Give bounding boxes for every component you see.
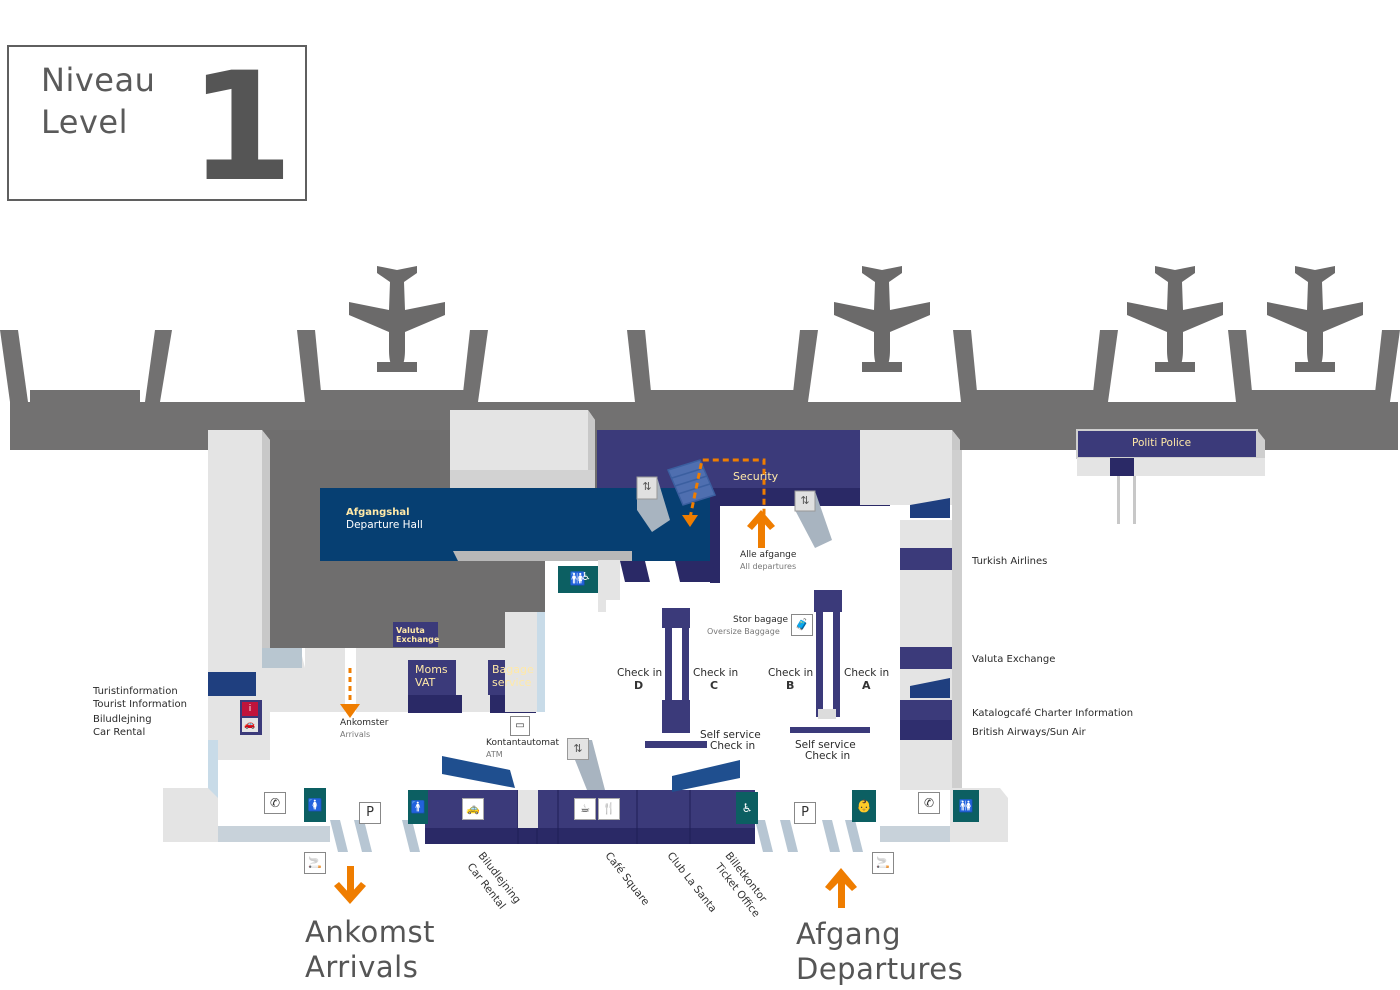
checkin-d-letter: D: [634, 679, 644, 692]
valuta-exchange-label: Valuta Exchange: [972, 654, 1056, 665]
moms-label: Moms: [415, 663, 448, 676]
exit-arrivals-en: Arrivals: [305, 950, 419, 984]
accessible-icon: ♿: [736, 792, 758, 824]
checkin-c-letter: C: [710, 679, 719, 692]
self-service-left-label: Self service: [700, 729, 761, 741]
phone-icon: ✆: [918, 792, 940, 814]
tourist-info-label-da: Turistinformation: [93, 686, 178, 697]
katalogcafe-label: Katalogcafé Charter Information: [972, 708, 1134, 719]
taxi-icon: 🚕: [462, 798, 484, 820]
checkin-a-label: Check in: [844, 667, 890, 679]
airplane-icon: [834, 266, 930, 372]
all-departures-label-da: Alle afgange: [740, 550, 797, 560]
toilet-icon: 🚻: [953, 790, 979, 822]
atm-label-da: Kontantautomat: [486, 738, 560, 748]
checkin-a-letter: A: [862, 679, 871, 692]
elevator-icon: ⇅: [567, 738, 589, 760]
vat-label: VAT: [415, 676, 436, 689]
escalator-bottom-left: [442, 756, 515, 788]
toilet-icon: 🚻: [558, 566, 598, 593]
arrow-up-departures: [825, 868, 857, 908]
level-number: 1: [189, 41, 294, 215]
airplane-icon: [349, 266, 445, 372]
security-label: Security: [733, 470, 779, 483]
taxi-icon: 🚗: [242, 718, 258, 732]
smoking-icon: 🚬: [304, 852, 326, 874]
escalator-bottom-right: [672, 760, 740, 792]
checkin-d-label: Check in: [617, 667, 663, 679]
coffee-icon: ☕: [574, 798, 596, 820]
airplane-icon: [1127, 266, 1223, 372]
escalator-security: [666, 459, 717, 506]
oversize-label-en: Oversize Baggage: [707, 627, 780, 636]
smoking-icon: 🚬: [872, 852, 894, 874]
entrance-doors: [330, 820, 863, 852]
car-rental-label-en: Car Rental: [93, 727, 146, 738]
car-rental-label-da: Biludlejning: [93, 714, 152, 725]
exit-arrivals-da: Ankomst: [305, 915, 435, 949]
phone-icon: ✆: [264, 792, 286, 814]
british-airways-label: British Airways/Sun Air: [972, 727, 1086, 738]
info-icon: i: [242, 702, 258, 716]
toilet-icon: 🚺: [304, 788, 326, 822]
checkin-b-letter: B: [786, 679, 795, 692]
valuta-small-label: Valuta: [396, 626, 425, 635]
all-departures-label-en: All departures: [740, 562, 797, 571]
parking-icon: P: [359, 802, 381, 824]
tourist-info-label-en: Tourist Information: [93, 699, 187, 710]
oversize-label-da: Stor bagage: [733, 615, 789, 625]
departure-hall-label-da: Afgangshal: [346, 507, 410, 518]
checkin-islands: [645, 590, 870, 748]
atm-label-en: ATM: [486, 750, 503, 759]
elevator-icon: ⇅: [642, 480, 652, 493]
escalator-right: [910, 498, 950, 698]
baby-change-icon: 👶: [852, 790, 876, 822]
ankomster-label: Ankomster: [340, 718, 389, 728]
arrow-down-arrivals: [334, 866, 366, 904]
self-service-right-checkin: Check in: [805, 750, 851, 762]
self-service-left-checkin: Check in: [710, 740, 756, 752]
self-service-right-label: Self service: [795, 739, 856, 751]
turkish-airlines-label: Turkish Airlines: [972, 556, 1048, 567]
bagage-service-label: service: [492, 676, 532, 689]
bagage-label: Bagage: [492, 663, 534, 676]
atm-icon: ▭: [510, 716, 530, 736]
checkin-c-label: Check in: [693, 667, 739, 679]
toilet-icon: 🚹: [408, 790, 428, 824]
departure-hall-label-en: Departure Hall: [346, 519, 423, 531]
exit-departures-en: Departures: [796, 952, 964, 986]
exchange-small-label: Exchange: [396, 635, 440, 644]
luggage-icon: 🧳: [791, 614, 813, 636]
restaurant-icon: 🍴: [598, 798, 620, 820]
checkin-b-label: Check in: [768, 667, 814, 679]
arrow-up-departures-inner: [747, 510, 775, 548]
arrivals-small-label: Arrivals: [340, 730, 371, 739]
parking-icon: P: [794, 802, 816, 824]
airplane-icon: [1267, 266, 1363, 372]
level-label-danish: Niveau: [41, 61, 156, 99]
level-label-english: Level: [41, 103, 128, 141]
accessible-icon: ♿: [581, 570, 591, 583]
level-indicator: Niveau Level 1: [7, 41, 307, 215]
police-label: Politi Police: [1132, 437, 1192, 449]
exit-departures-da: Afgang: [796, 917, 901, 951]
elevator-icon: ⇅: [800, 494, 810, 507]
